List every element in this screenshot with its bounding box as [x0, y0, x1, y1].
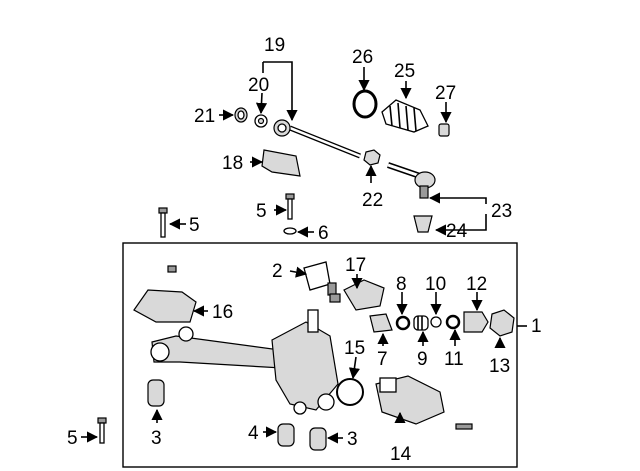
callout-labels: 19 20 21 26 25 27 18 22 23 24 5 6 5 2 17…	[67, 35, 542, 465]
callout-17: 17	[345, 255, 366, 276]
plug-12	[463, 311, 489, 333]
callout-9: 9	[417, 349, 428, 370]
mounting-bracket	[133, 265, 197, 323]
callout-16: 16	[212, 302, 233, 323]
assist-motor	[375, 375, 473, 430]
callout-10: 10	[425, 274, 446, 295]
boot-clamp	[352, 89, 378, 119]
callout-5-lower: 5	[67, 428, 78, 449]
bolt-17	[327, 282, 337, 296]
bushing-4	[277, 423, 295, 447]
callout-7: 7	[377, 349, 388, 370]
assembly-frame	[122, 242, 518, 468]
callout-2: 2	[272, 261, 283, 282]
callout-26: 26	[352, 47, 373, 68]
rack-boot	[381, 99, 429, 133]
bolt-lower	[97, 417, 107, 444]
callout-22: 22	[362, 190, 383, 211]
callout-8: 8	[396, 274, 407, 295]
callout-25: 25	[394, 61, 415, 82]
callout-21: 21	[194, 106, 215, 127]
callout-5-left: 5	[189, 215, 200, 236]
bolt-left	[158, 207, 168, 238]
small-clamp	[438, 123, 450, 137]
callout-12: 12	[466, 274, 487, 295]
lock-nut-13	[489, 309, 515, 337]
callout-20: 20	[248, 75, 269, 96]
washer-10	[430, 316, 442, 328]
bolt-upper	[285, 193, 295, 220]
tie-rod-washer	[254, 114, 268, 128]
inner-tie-rod	[273, 119, 361, 159]
callout-18: 18	[222, 153, 243, 174]
heat-shield	[261, 149, 301, 177]
tie-rod-end-boot	[413, 215, 433, 233]
callout-6: 6	[318, 223, 329, 244]
lock-ring	[234, 107, 248, 123]
callout-5-upper: 5	[256, 201, 267, 222]
wire-clip	[303, 261, 331, 291]
washer-11	[445, 314, 461, 330]
callout-24: 24	[446, 221, 468, 242]
steering-gear-housing	[150, 309, 339, 415]
callout-11: 11	[444, 349, 464, 370]
bushing-3-right	[309, 427, 327, 451]
callout-23: 23	[491, 201, 512, 222]
seal-7	[369, 313, 393, 333]
o-ring-15	[336, 378, 364, 406]
callout-13: 13	[489, 356, 510, 377]
callout-3-left: 3	[151, 428, 162, 449]
bushing-3-left	[147, 379, 165, 407]
callout-14: 14	[390, 444, 412, 465]
callout-4: 4	[248, 423, 259, 444]
leader-lines	[81, 61, 506, 444]
washer	[283, 227, 297, 235]
o-ring-8	[395, 315, 411, 331]
callout-15: 15	[344, 338, 365, 359]
outer-tie-rod-end	[387, 162, 436, 199]
callout-27: 27	[435, 83, 456, 104]
callout-3-right: 3	[347, 429, 358, 450]
callout-1: 1	[531, 316, 542, 337]
callout-19: 19	[264, 35, 285, 56]
spring-9	[413, 315, 429, 331]
jam-nut	[363, 149, 381, 166]
